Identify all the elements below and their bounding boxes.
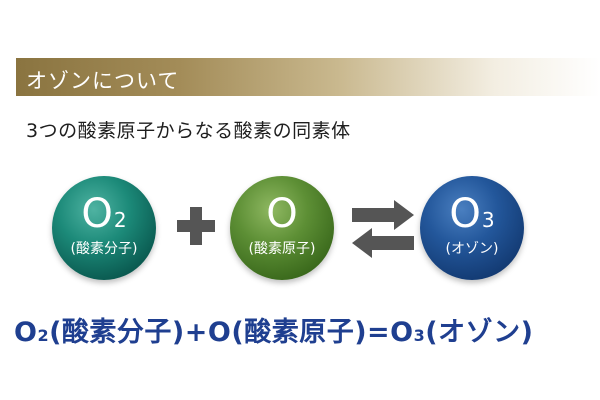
- reaction-equation: O2(酸素分子)+O(酸素原子)=O3(オゾン): [14, 310, 533, 349]
- eq-o2-name: (酸素分子): [49, 317, 185, 348]
- eq-o3-name: (オゾン): [425, 317, 534, 348]
- o-formula: O: [266, 191, 298, 237]
- o3-label: (オゾン): [445, 241, 499, 257]
- section-banner: オゾンについて: [16, 58, 600, 96]
- eq-o-name: (酸素原子): [231, 317, 368, 348]
- plus-icon: [177, 207, 215, 245]
- eq-plus: +: [184, 317, 208, 348]
- eq-equals: =: [367, 317, 391, 348]
- o-atom-ball: O (酸素原子): [230, 176, 334, 280]
- equilibrium-arrows-icon: [352, 200, 414, 258]
- eq-o2-sub: 2: [37, 326, 50, 345]
- o2-molecule-ball: O2 (酸素分子): [52, 176, 156, 280]
- eq-o3-sub: 3: [413, 326, 426, 345]
- o-label: (酸素原子): [248, 241, 316, 257]
- eq-o3-symbol: O: [390, 317, 414, 348]
- o3-formula: O3: [449, 191, 495, 237]
- o2-formula: O2: [81, 191, 127, 237]
- eq-o2-symbol: O: [14, 317, 38, 348]
- banner-title: オゾンについて: [26, 69, 180, 93]
- o3-molecule-ball: O3 (オゾン): [420, 176, 524, 280]
- subtitle: 3つの酸素原子からなる酸素の同素体: [26, 120, 351, 142]
- o2-label: (酸素分子): [70, 241, 138, 257]
- eq-o-symbol: O: [207, 317, 232, 348]
